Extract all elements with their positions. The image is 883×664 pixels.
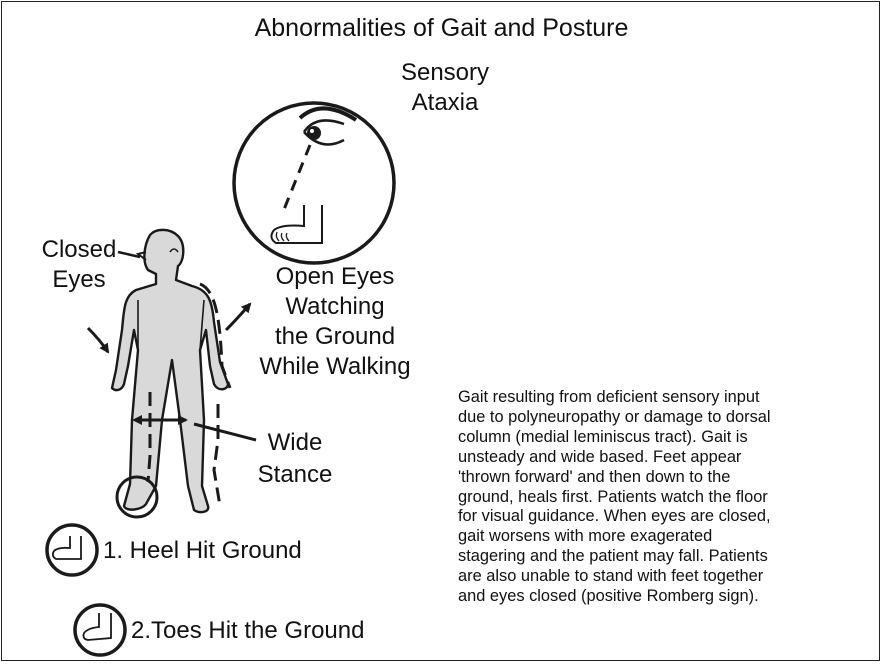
description-text: Gait resulting from deficient sensory in… — [458, 388, 878, 607]
heel-hit-circle — [47, 525, 97, 575]
sensory-ataxia-label-line2: Ataxia — [395, 88, 495, 118]
open-eyes-label-line1: Open Eyes — [246, 262, 424, 292]
open-eyes-label-line3: the Ground — [246, 322, 424, 352]
sensory-ataxia-label-line1: Sensory — [395, 58, 495, 88]
open-eyes-label-line2: Watching — [246, 292, 424, 322]
toes-hit-circle — [75, 605, 125, 655]
eye-watching-ground-circle — [234, 103, 394, 263]
open-eyes-label-line4: While Walking — [246, 352, 424, 382]
step2-toes-label: 2.Toes Hit the Ground — [131, 616, 364, 646]
sway-arrow-left — [88, 328, 108, 352]
closed-eyes-label-line2: Eyes — [34, 265, 124, 295]
page-title: Abnormalities of Gait and Posture — [0, 14, 883, 43]
closed-eyes-label-line1: Closed — [34, 235, 124, 265]
patient-figure — [112, 230, 228, 512]
wide-stance-label-line1: Wide — [250, 428, 340, 458]
step1-heel-label: 1. Heel Hit Ground — [103, 536, 302, 566]
wide-stance-label-line2: Stance — [250, 460, 340, 490]
